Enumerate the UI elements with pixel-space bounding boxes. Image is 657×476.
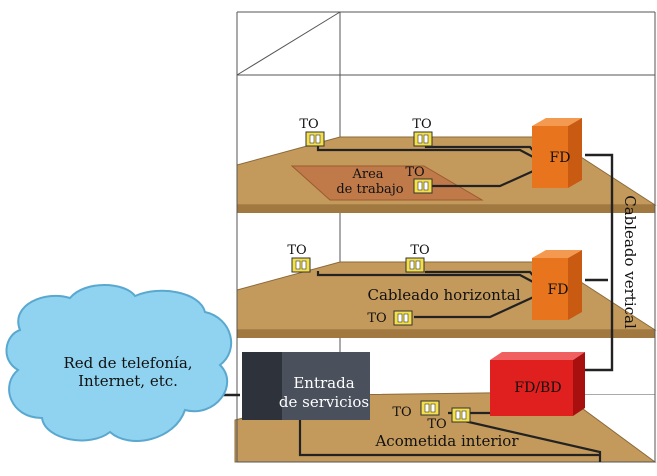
to-label: TO — [427, 417, 446, 432]
fd-box-top: FD — [532, 118, 582, 188]
fd-box-middle: FD — [532, 250, 582, 320]
to-label: TO — [299, 117, 318, 132]
outlets-middle-floor: TO TO TO Cableado horizontal — [287, 243, 520, 326]
fdbd-box: FD/BD — [490, 352, 585, 416]
outlets-ground-floor: TO TO Acometida interior — [374, 400, 519, 450]
external-network-cloud: Red de telefonía, Internet, etc. — [5, 284, 233, 442]
to-label: TO — [405, 165, 424, 180]
fd-label-top: FD — [550, 150, 571, 166]
fdbd-label: FD/BD — [514, 380, 561, 396]
work-area-zone — [290, 165, 484, 201]
cloud-label-line1: Red de telefonía, — [63, 354, 192, 372]
horizontal-cabling-label: Cableado horizontal — [367, 286, 520, 304]
service-entrance-box: Entrada de servicios — [242, 352, 370, 420]
service-entrance-label-line1: Entrada — [293, 374, 354, 392]
to-label: TO — [287, 243, 306, 258]
cloud-label-line2: Internet, etc. — [78, 372, 178, 390]
middle-floor-edge — [237, 330, 655, 338]
to-label: TO — [392, 405, 411, 420]
outlet-top-3: TO — [405, 165, 433, 194]
outlet-middle-3: TO — [367, 310, 413, 326]
outlet-ground-1: TO — [392, 400, 440, 420]
outlet-middle-1: TO — [287, 243, 311, 273]
service-entrance-label-line2: de servicios — [279, 393, 369, 411]
to-label: TO — [410, 243, 429, 258]
outlet-top-2: TO — [412, 117, 433, 147]
interior-drop-label: Acometida interior — [374, 432, 519, 450]
vertical-cabling-label: Cableado vertical — [621, 195, 639, 329]
outlet-top-1: TO — [299, 117, 325, 147]
outlet-ground-2: TO — [427, 407, 471, 432]
outlet-middle-2: TO — [405, 243, 430, 273]
work-area-label-line1: Area — [351, 167, 383, 182]
work-area-label-line2: de trabajo — [336, 182, 403, 197]
fd-label-middle: FD — [548, 282, 569, 298]
vertical-backbone-cable — [585, 153, 614, 372]
top-floor-edge — [237, 205, 655, 213]
outlets-top-floor: TO TO TO Area de trabajo — [299, 117, 433, 197]
to-label: TO — [412, 117, 431, 132]
building-frame-front — [236, 11, 656, 463]
to-label: TO — [367, 311, 386, 326]
